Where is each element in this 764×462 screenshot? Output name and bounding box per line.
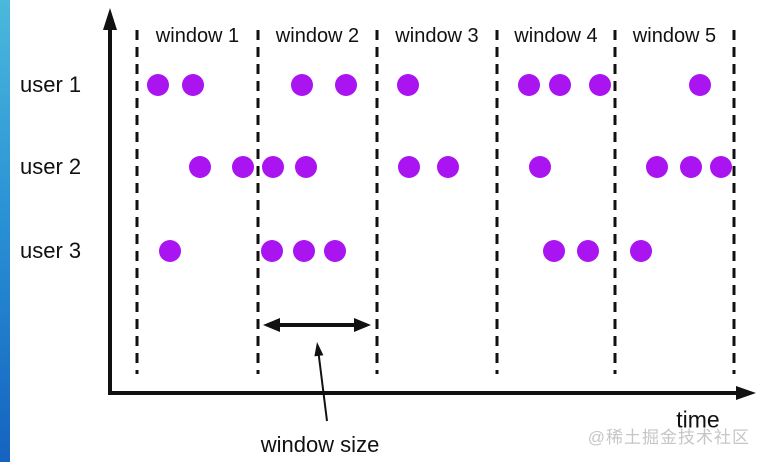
window-size-label: window size — [260, 432, 380, 457]
time-axis-label: time — [676, 406, 720, 433]
window-label-1: window 1 — [155, 25, 240, 47]
user-row-label-2: user 2 — [20, 154, 82, 179]
event-dot-user2 — [710, 156, 732, 178]
event-dot-user3 — [261, 240, 283, 262]
window-size-arrow-right-head-icon — [354, 318, 371, 332]
event-dot-user1 — [397, 74, 419, 96]
event-dot-user1 — [182, 74, 204, 96]
event-dot-user3 — [293, 240, 315, 262]
y-axis-arrowhead-icon — [103, 8, 117, 30]
window-size-pointer-line — [317, 352, 328, 422]
event-dot-user3 — [577, 240, 599, 262]
event-dot-user3 — [159, 240, 181, 262]
window-label-4: window 4 — [514, 25, 598, 47]
left-accent-bar — [0, 0, 10, 462]
event-dot-user1 — [549, 74, 571, 96]
event-dot-user2 — [295, 156, 317, 178]
x-axis-arrowhead-icon — [736, 386, 756, 400]
event-dot-user1 — [518, 74, 540, 96]
user-row-label-3: user 3 — [20, 238, 82, 263]
event-dot-user1 — [291, 74, 313, 96]
event-dot-user2 — [232, 156, 254, 178]
event-dot-user2 — [437, 156, 459, 178]
event-dot-user2 — [646, 156, 668, 178]
window-size-arrow-left-head-icon — [263, 318, 280, 332]
event-dot-user3 — [324, 240, 346, 262]
event-dot-user3 — [630, 240, 652, 262]
event-dot-user3 — [543, 240, 565, 262]
window-label-2: window 2 — [275, 25, 360, 47]
event-dot-user1 — [335, 74, 357, 96]
event-dot-user2 — [398, 156, 420, 178]
event-dot-user1 — [147, 74, 169, 96]
window-label-5: window 5 — [632, 25, 717, 47]
window-label-3: window 3 — [395, 25, 479, 47]
event-dot-user1 — [589, 74, 611, 96]
event-dot-user1 — [689, 74, 711, 96]
event-dot-user2 — [189, 156, 211, 178]
user-row-label-1: user 1 — [20, 72, 82, 97]
event-dot-user2 — [262, 156, 284, 178]
event-dot-user2 — [680, 156, 702, 178]
watermark-text: @稀土掘金技术社区 — [587, 428, 750, 447]
event-dot-user2 — [529, 156, 551, 178]
window-size-pointer-head-icon — [314, 342, 324, 357]
